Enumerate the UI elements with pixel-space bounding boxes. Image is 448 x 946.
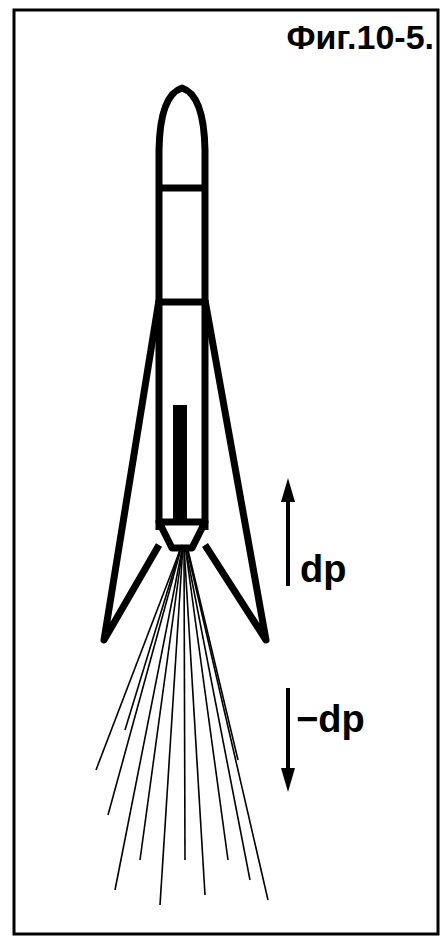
- figure-title: Фиг.10-5.: [286, 20, 434, 54]
- exhaust-jet: [96, 545, 268, 905]
- engine-bar: [173, 405, 187, 523]
- momentum-label: dp: [300, 550, 346, 588]
- frame: [14, 10, 438, 934]
- momentum-arrows: [281, 478, 295, 792]
- momentum-label: −dp: [296, 700, 365, 738]
